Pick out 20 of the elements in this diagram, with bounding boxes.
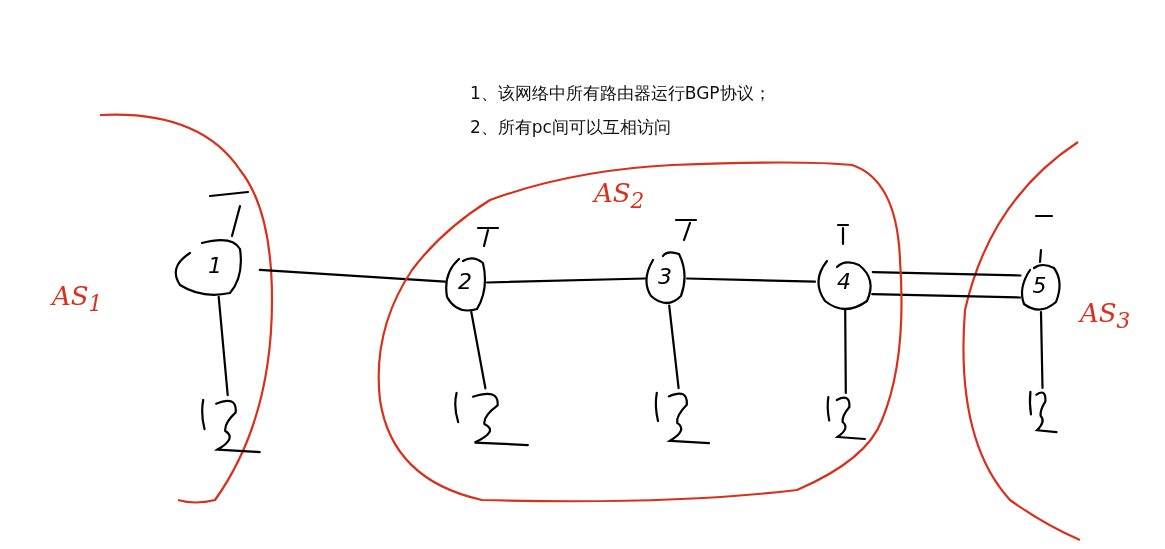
router-number: 4 bbox=[837, 270, 851, 293]
link-line bbox=[258, 268, 447, 283]
router-number: 1 bbox=[208, 255, 222, 277]
as-label: AS$_{3}$ bbox=[1080, 300, 1131, 332]
link-line bbox=[668, 304, 680, 390]
link-line bbox=[1039, 310, 1044, 390]
note-text: 2、所有pc间可以互相访问 bbox=[470, 116, 671, 139]
as-label: AS$_{1}$ bbox=[52, 283, 103, 315]
router-number: 3 bbox=[658, 266, 672, 288]
link-line bbox=[470, 310, 487, 390]
link-line bbox=[485, 277, 647, 284]
link-line bbox=[871, 271, 1022, 277]
router-number: 2 bbox=[458, 271, 472, 293]
link-line bbox=[844, 308, 847, 395]
as-label: AS$_{2}$ bbox=[594, 180, 645, 212]
link-line bbox=[871, 293, 1022, 299]
router-number: 5 bbox=[1032, 275, 1047, 297]
note-text: 1、该网络中所有路由器运行BGP协议； bbox=[470, 82, 771, 105]
link-line bbox=[217, 295, 229, 397]
link-line bbox=[685, 277, 817, 283]
